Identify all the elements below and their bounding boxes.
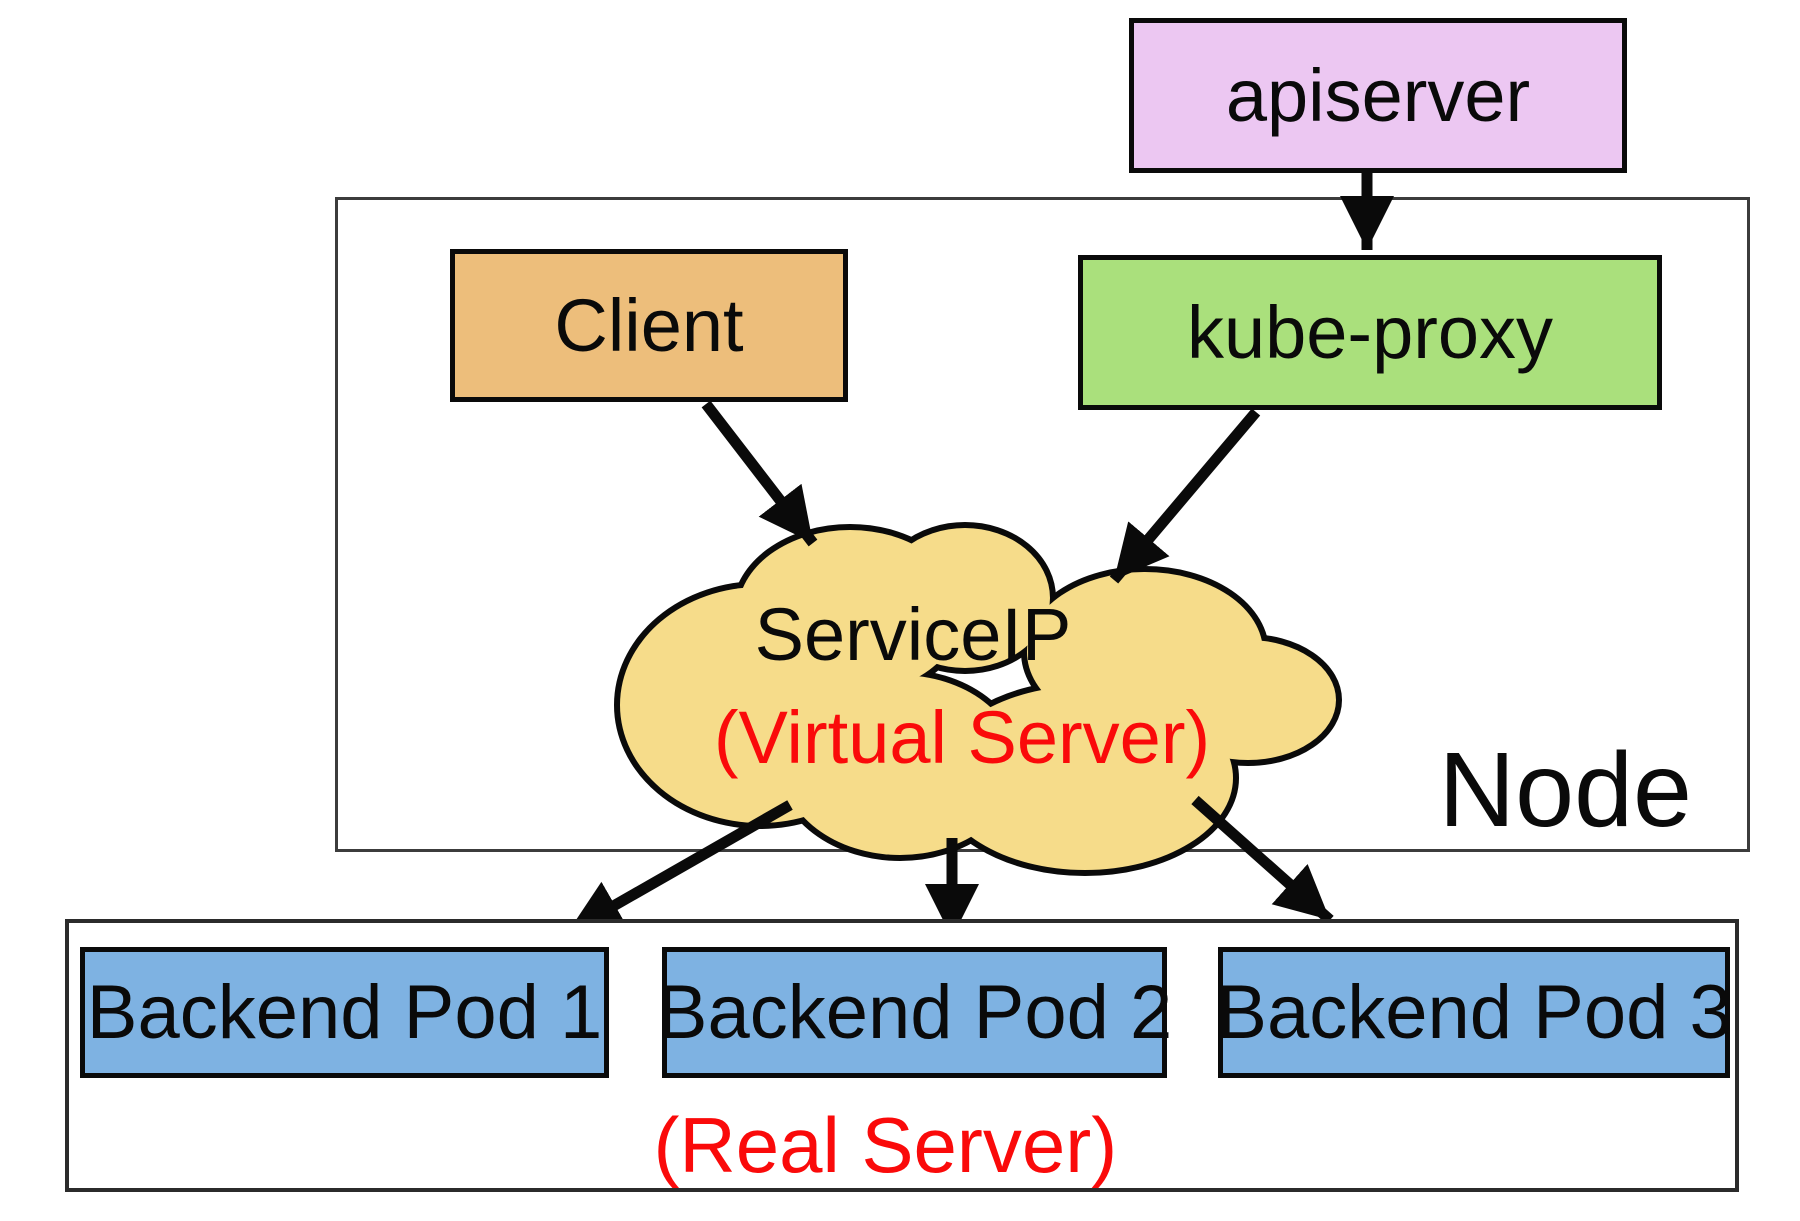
arrow-kube-proxy-to-serviceip-icon: [1109, 408, 1261, 584]
kube-proxy-label: kube-proxy: [1186, 290, 1554, 374]
kube-proxy-box: kube-proxy: [1078, 255, 1662, 410]
client-box: Client: [450, 249, 848, 402]
serviceip-label: ServiceIP: [755, 593, 1072, 676]
apiserver-box: apiserver: [1129, 18, 1627, 173]
arrow-serviceip-to-pod3-icon: [1191, 795, 1334, 925]
apiserver-label: apiserver: [1225, 53, 1531, 137]
arrow-serviceip-to-pod1-icon: [565, 800, 793, 937]
backend-pod-1-box: Backend Pod 1: [80, 947, 609, 1078]
virtual-server-label: (Virtual Server): [714, 696, 1210, 779]
node-label: Node: [1438, 731, 1692, 849]
service-ip-cloud: [614, 522, 1342, 876]
client-label: Client: [554, 283, 744, 367]
backend-pod-1-label: Backend Pod 1: [86, 969, 603, 1055]
backend-pod-3-label: Backend Pod 3: [1216, 969, 1732, 1055]
backend-pod-3-box: Backend Pod 3: [1216, 947, 1732, 1078]
backend-pod-2-box: Backend Pod 2: [657, 947, 1172, 1078]
real-server-container-box: Backend Pod 1 Backend Pod 2 Backend Pod …: [65, 919, 1739, 1192]
real-server-label: (Real Server): [653, 1101, 1118, 1189]
backend-pod-2-label: Backend Pod 2: [656, 969, 1173, 1055]
arrow-client-to-serviceip-icon: [701, 400, 818, 547]
